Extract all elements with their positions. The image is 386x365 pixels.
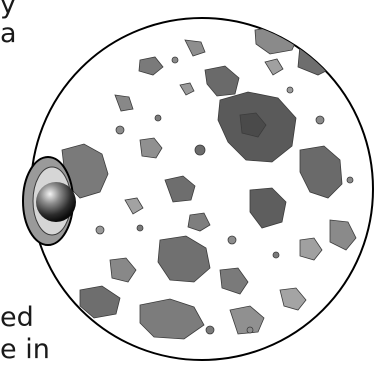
planet-illustration [0, 0, 386, 362]
